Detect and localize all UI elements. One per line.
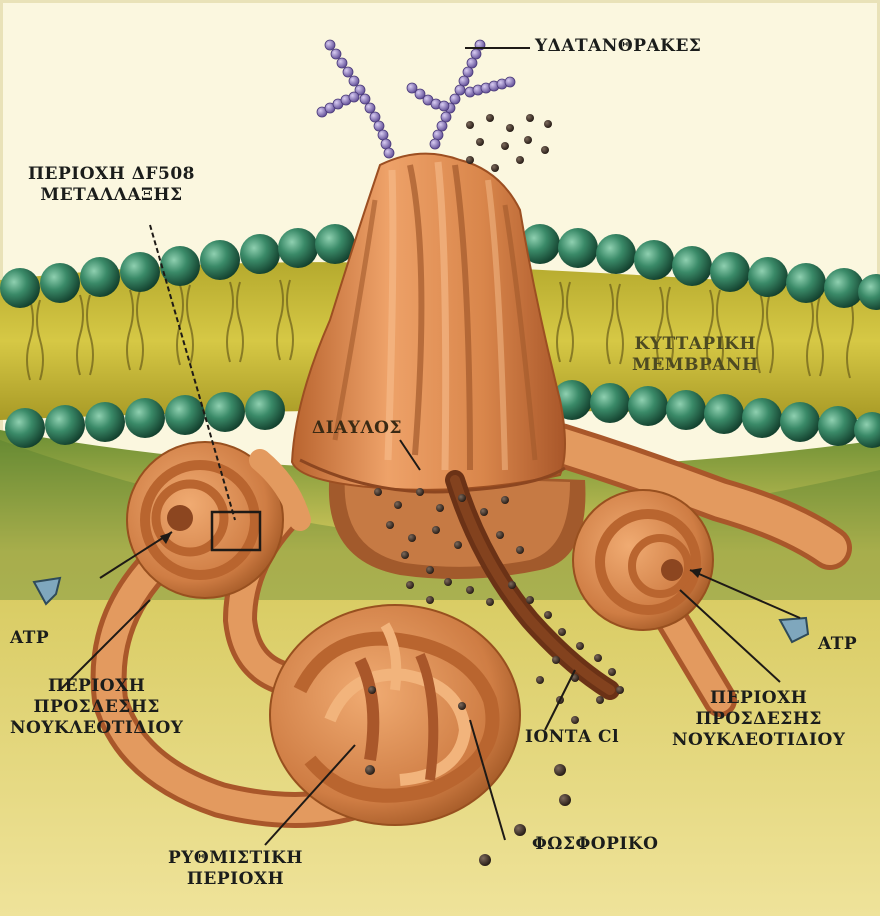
label-carbohydrates: ΥΔΑΤΑΝΘΡΑΚΕΣ [535,36,701,57]
nbd-left-line-1: ΠΕΡΙΟΧΗ [10,676,183,697]
regulatory-line-1: ΡΥΘΜΙΣΤΙΚΗ [168,848,303,869]
atp-right-text: ATP [818,634,857,655]
label-atp-left: ATP [10,628,49,649]
nbd-right-line-3: ΝΟΥΚΛΕΟΤΙΔΙΟΥ [672,730,845,751]
label-cell-membrane: ΚΥΤΤΑΡΙΚΗ ΜΕΜΒΡΑΝΗ [632,334,759,376]
membrane-line-2: ΜΕΜΒΡΑΝΗ [632,355,759,376]
atp-left-text: ATP [10,628,49,649]
label-df508-mutation: ΠΕΡΙΟΧΗ ΔF508 ΜΕΤΑΛΛΑΞΗΣ [28,164,195,206]
channel-text: ΔΙΑΥΛΟΣ [312,418,402,439]
label-nbd-left: ΠΕΡΙΟΧΗ ΠΡΟΣΔΕΣΗΣ ΝΟΥΚΛΕΟΤΙΔΙΟΥ [10,676,183,739]
carbohydrates-text: ΥΔΑΤΑΝΘΡΑΚΕΣ [535,36,701,57]
membrane-line-1: ΚΥΤΤΑΡΙΚΗ [632,334,759,355]
label-channel: ΔΙΑΥΛΟΣ [312,418,402,439]
label-chloride-ions: ΙΟΝΤΑ Cl [525,727,619,748]
phosphate-text: ΦΩΣΦΟΡΙΚΟ [532,834,658,855]
df508-line-1: ΠΕΡΙΟΧΗ ΔF508 [28,164,195,185]
chloride-ions-text: ΙΟΝΤΑ Cl [525,727,619,748]
df508-line-2: ΜΕΤΑΛΛΑΞΗΣ [28,185,195,206]
regulatory-domain [270,605,520,825]
label-regulatory-domain: ΡΥΘΜΙΣΤΙΚΗ ΠΕΡΙΟΧΗ [168,848,303,890]
nbd-right-line-1: ΠΕΡΙΟΧΗ [672,688,845,709]
label-phosphate: ΦΩΣΦΟΡΙΚΟ [532,834,658,855]
nbd-left-line-3: ΝΟΥΚΛΕΟΤΙΔΙΟΥ [10,718,183,739]
label-atp-right: ATP [818,634,857,655]
right-nucleotide-binding-domain [573,490,713,630]
nbd-right-line-2: ΠΡΟΣΔΕΣΗΣ [672,709,845,730]
regulatory-line-2: ΠΕΡΙΟΧΗ [168,869,303,890]
nbd-left-line-2: ΠΡΟΣΔΕΣΗΣ [10,697,183,718]
label-nbd-right: ΠΕΡΙΟΧΗ ΠΡΟΣΔΕΣΗΣ ΝΟΥΚΛΕΟΤΙΔΙΟΥ [672,688,845,751]
